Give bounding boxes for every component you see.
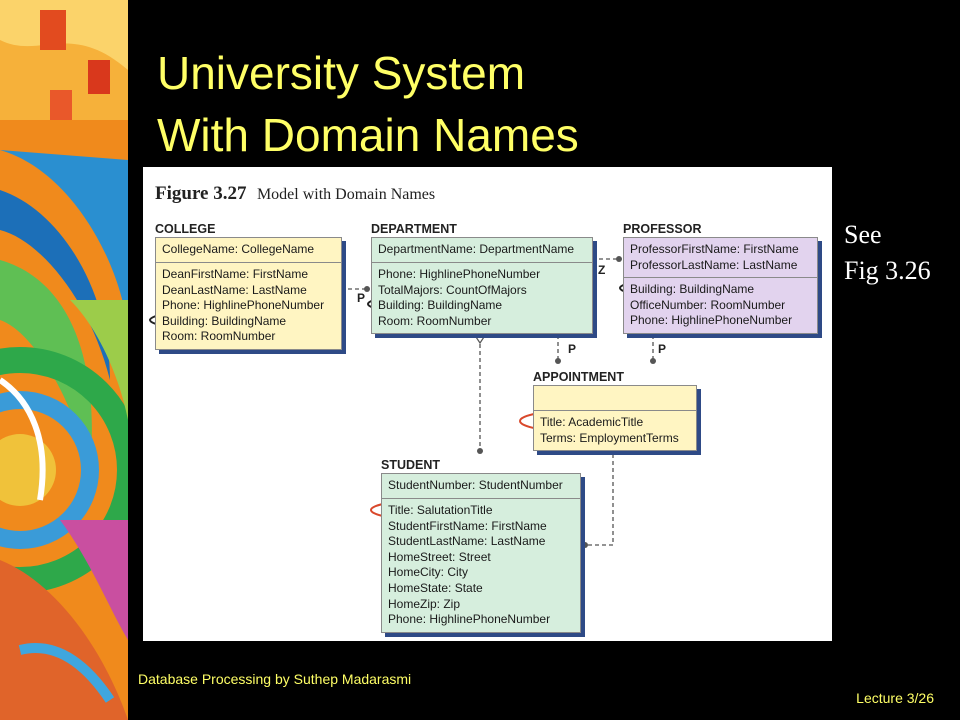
college-attributes: DeanFirstName: FirstName DeanLastName: L… [156, 263, 341, 349]
er-diagram-figure: Figure 3.27 Model with Domain Names [143, 167, 832, 641]
department-professor-label: Z [598, 263, 606, 277]
slide-footer: Database Processing by Suthep Madarasmi [138, 671, 412, 687]
department-attribute: Room: RoomNumber [378, 313, 492, 328]
decorative-art-strip [0, 0, 128, 720]
student-attribute: HomeCity: City [388, 565, 469, 580]
student-key-attribute: StudentNumber: StudentNumber [382, 474, 580, 499]
student-attribute: HomeZip: Zip [388, 596, 461, 611]
appointment-student-end [582, 542, 588, 548]
department-entity: DepartmentName: DepartmentName Phone: Hi… [371, 237, 593, 335]
college-department-end [364, 286, 370, 292]
department-attribute: Building: BuildingName [378, 298, 503, 313]
professor-attribute: Building: BuildingName [630, 282, 755, 297]
appointment-attributes: Title: AcademicTitle Terms: EmploymentTe… [534, 411, 696, 450]
title-line-2: With Domain Names [157, 109, 579, 161]
professor-key-attribute: ProfessorFirstName: FirstName [630, 242, 799, 256]
professor-appointment-end [650, 358, 656, 364]
student-attribute: HomeState: State [388, 580, 483, 595]
appointment-attribute: Terms: EmploymentTerms [540, 430, 679, 445]
college-attribute: DeanLastName: LastName [162, 282, 307, 297]
professor-key-attribute: ProfessorLastName: LastName [630, 257, 798, 272]
college-department-label: P [357, 291, 366, 305]
college-attribute: Room: RoomNumber [162, 329, 276, 344]
appointment-entity-name: APPOINTMENT [533, 370, 624, 384]
student-attribute: HomeStreet: Street [388, 549, 491, 564]
appointment-entity: Title: AcademicTitle Terms: EmploymentTe… [533, 385, 697, 452]
department-attributes: Phone: HighlinePhoneNumber TotalMajors: … [372, 263, 592, 333]
appointment-student-line [585, 447, 614, 546]
department-key-attribute: DepartmentName: DepartmentName [372, 238, 592, 263]
college-attribute: Phone: HighlinePhoneNumber [162, 298, 325, 313]
professor-attributes: Building: BuildingName OfficeNumber: Roo… [624, 278, 817, 333]
appointment-attribute: Title: AcademicTitle [540, 415, 644, 429]
figure-caption-text: Model with Domain Names [256, 186, 436, 203]
professor-attribute: Phone: HighlinePhoneNumber [630, 313, 793, 328]
figure-number: Figure 3.27 [155, 183, 247, 204]
college-entity: CollegeName: CollegeName DeanFirstName: … [155, 237, 342, 350]
college-attribute: Building: BuildingName [162, 313, 287, 328]
side-note: See Fig 3.26 [844, 217, 931, 289]
department-attribute: Phone: HighlinePhoneNumber [378, 267, 541, 281]
professor-appointment-label: P [658, 342, 667, 356]
student-attributes: Title: SalutationTitle StudentFirstName:… [382, 499, 580, 632]
department-appointment-label: P [568, 342, 577, 356]
department-entity-name: DEPARTMENT [371, 222, 457, 236]
student-attribute: Phone: HighlinePhoneNumber [388, 612, 551, 627]
side-note-line-2: Fig 3.26 [844, 256, 931, 285]
student-attribute: Title: SalutationTitle [388, 503, 493, 517]
slide-title: University System With Domain Names [157, 42, 579, 166]
professor-entity: ProfessorFirstName: FirstName ProfessorL… [623, 237, 818, 334]
department-appointment-end [555, 358, 561, 364]
college-key-attribute: CollegeName: CollegeName [156, 238, 341, 263]
department-student-end [477, 448, 483, 454]
department-attribute: TotalMajors: CountOfMajors [378, 282, 527, 297]
student-attribute: StudentLastName: LastName [388, 534, 546, 549]
department-professor-end [616, 256, 622, 262]
title-line-1: University System [157, 47, 526, 99]
professor-attribute: OfficeNumber: RoomNumber [630, 297, 786, 312]
side-note-line-1: See [844, 220, 882, 249]
professor-entity-name: PROFESSOR [623, 222, 702, 236]
appointment-key-attribute [534, 386, 696, 411]
college-attribute: DeanFirstName: FirstName [162, 267, 309, 281]
student-entity-name: STUDENT [381, 458, 441, 472]
professor-key-attributes: ProfessorFirstName: FirstName ProfessorL… [624, 238, 817, 279]
figure-caption: Figure 3.27 Model with Domain Names [155, 183, 435, 205]
lecture-number: Lecture 3/26 [856, 690, 934, 706]
college-entity-name: COLLEGE [155, 222, 216, 236]
student-attribute: StudentFirstName: FirstName [388, 518, 547, 533]
student-entity: StudentNumber: StudentNumber Title: Salu… [381, 473, 581, 633]
